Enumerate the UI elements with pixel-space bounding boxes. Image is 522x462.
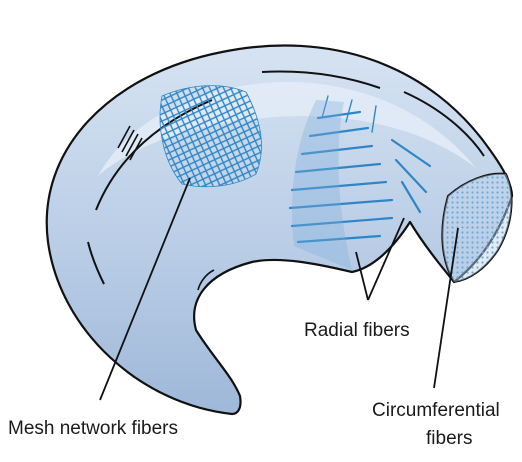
label-radial-fibers: Radial fibers bbox=[304, 320, 410, 341]
mesh-network-fibers-patch bbox=[160, 86, 261, 187]
label-circumferential-line2: fibers bbox=[426, 428, 472, 449]
label-mesh-network-fibers: Mesh network fibers bbox=[8, 418, 178, 439]
label-circumferential-line1: Circumferential bbox=[372, 400, 500, 421]
